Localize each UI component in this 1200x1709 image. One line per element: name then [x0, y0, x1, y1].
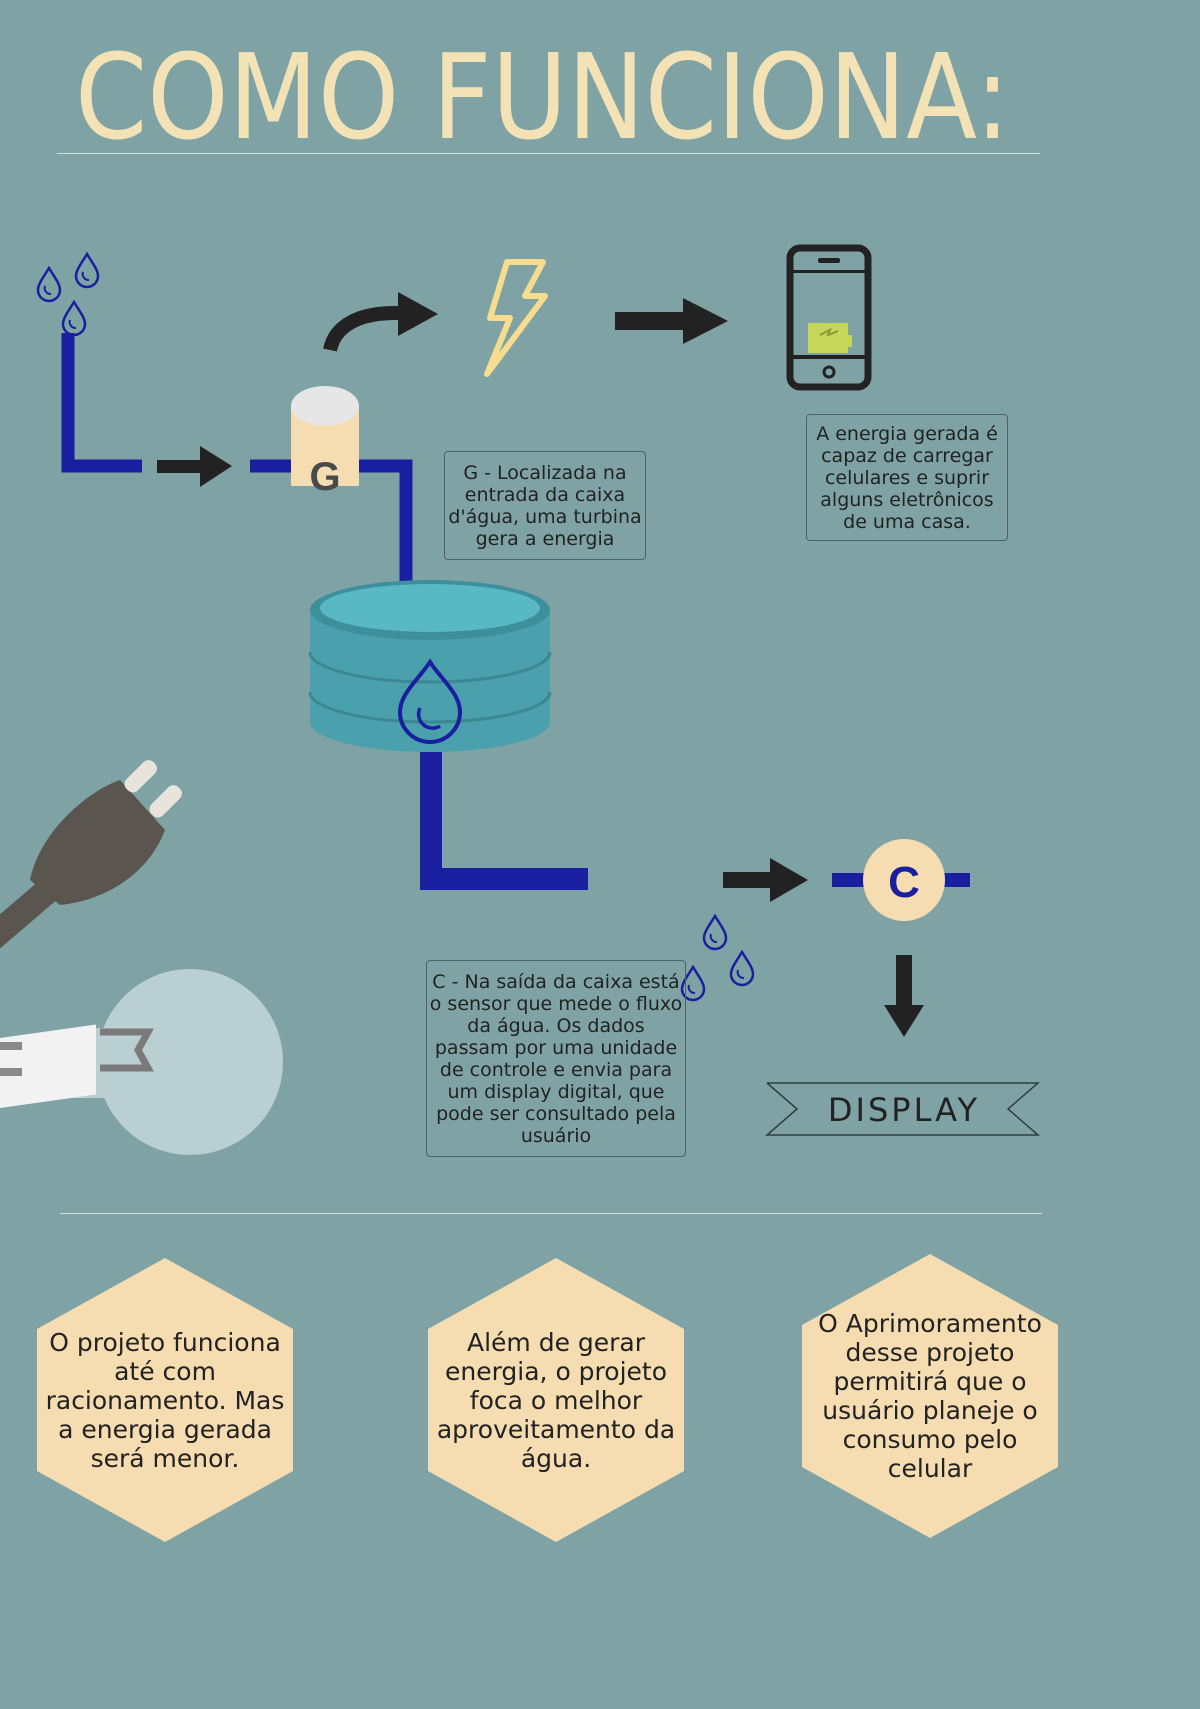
- sensor-icon: [863, 839, 945, 921]
- title-svg: COMO FUNCIONA:: [75, 28, 1010, 166]
- power-plug-icon: [0, 760, 182, 949]
- energy-description: A energia gerada é capaz de carregar cel…: [806, 414, 1008, 541]
- lightning-bolt-icon: [484, 259, 548, 377]
- note-hexagon-3: O Aprimoramento desse projeto permitirá …: [802, 1254, 1058, 1538]
- water-tank-icon: [308, 580, 552, 752]
- smartphone-charging-icon: [786, 244, 872, 391]
- light-bulb-icon: [0, 969, 283, 1155]
- sensor-label: C: [888, 858, 920, 907]
- page-title: COMO FUNCIONA:: [75, 28, 1010, 166]
- generator-description-text: G - Localizada na entrada da caixa d'águ…: [448, 461, 642, 550]
- note-text: Além de gerar energia, o projeto foca o …: [436, 1327, 676, 1473]
- sensor-description: C - Na saída da caixa está o sensor que …: [426, 960, 686, 1157]
- display-banner: [764, 1082, 1041, 1136]
- divider-top: [57, 153, 1040, 154]
- curved-arrow-icon: [323, 292, 438, 352]
- note-hexagon-2: Além de gerar energia, o projeto foca o …: [428, 1258, 684, 1542]
- water-drops-icon: [36, 252, 100, 337]
- arrow-right-icon: [157, 446, 232, 487]
- generator-label: G: [309, 455, 340, 499]
- note-hexagon-1: O projeto funciona até com racionamento.…: [37, 1258, 293, 1542]
- arrow-right-icon: [723, 858, 808, 902]
- generator-description: G - Localizada na entrada da caixa d'águ…: [444, 451, 646, 560]
- outlet-pipe: [420, 752, 588, 890]
- water-drops-icon: [680, 914, 755, 1002]
- arrow-down-icon: [884, 955, 924, 1037]
- arrow-right-icon: [615, 298, 728, 344]
- divider-bottom: [60, 1213, 1042, 1214]
- display-label: DISPLAY: [828, 1091, 980, 1129]
- energy-description-text: A energia gerada é capaz de carregar cel…: [816, 422, 998, 533]
- generator-turbine-icon: [291, 386, 359, 486]
- sensor-description-text: C - Na saída da caixa está o sensor que …: [429, 970, 683, 1147]
- note-text: O projeto funciona até com racionamento.…: [45, 1327, 285, 1473]
- inlet-pipe: [61, 333, 142, 473]
- note-text: O Aprimoramento desse projeto permitirá …: [818, 1309, 1042, 1483]
